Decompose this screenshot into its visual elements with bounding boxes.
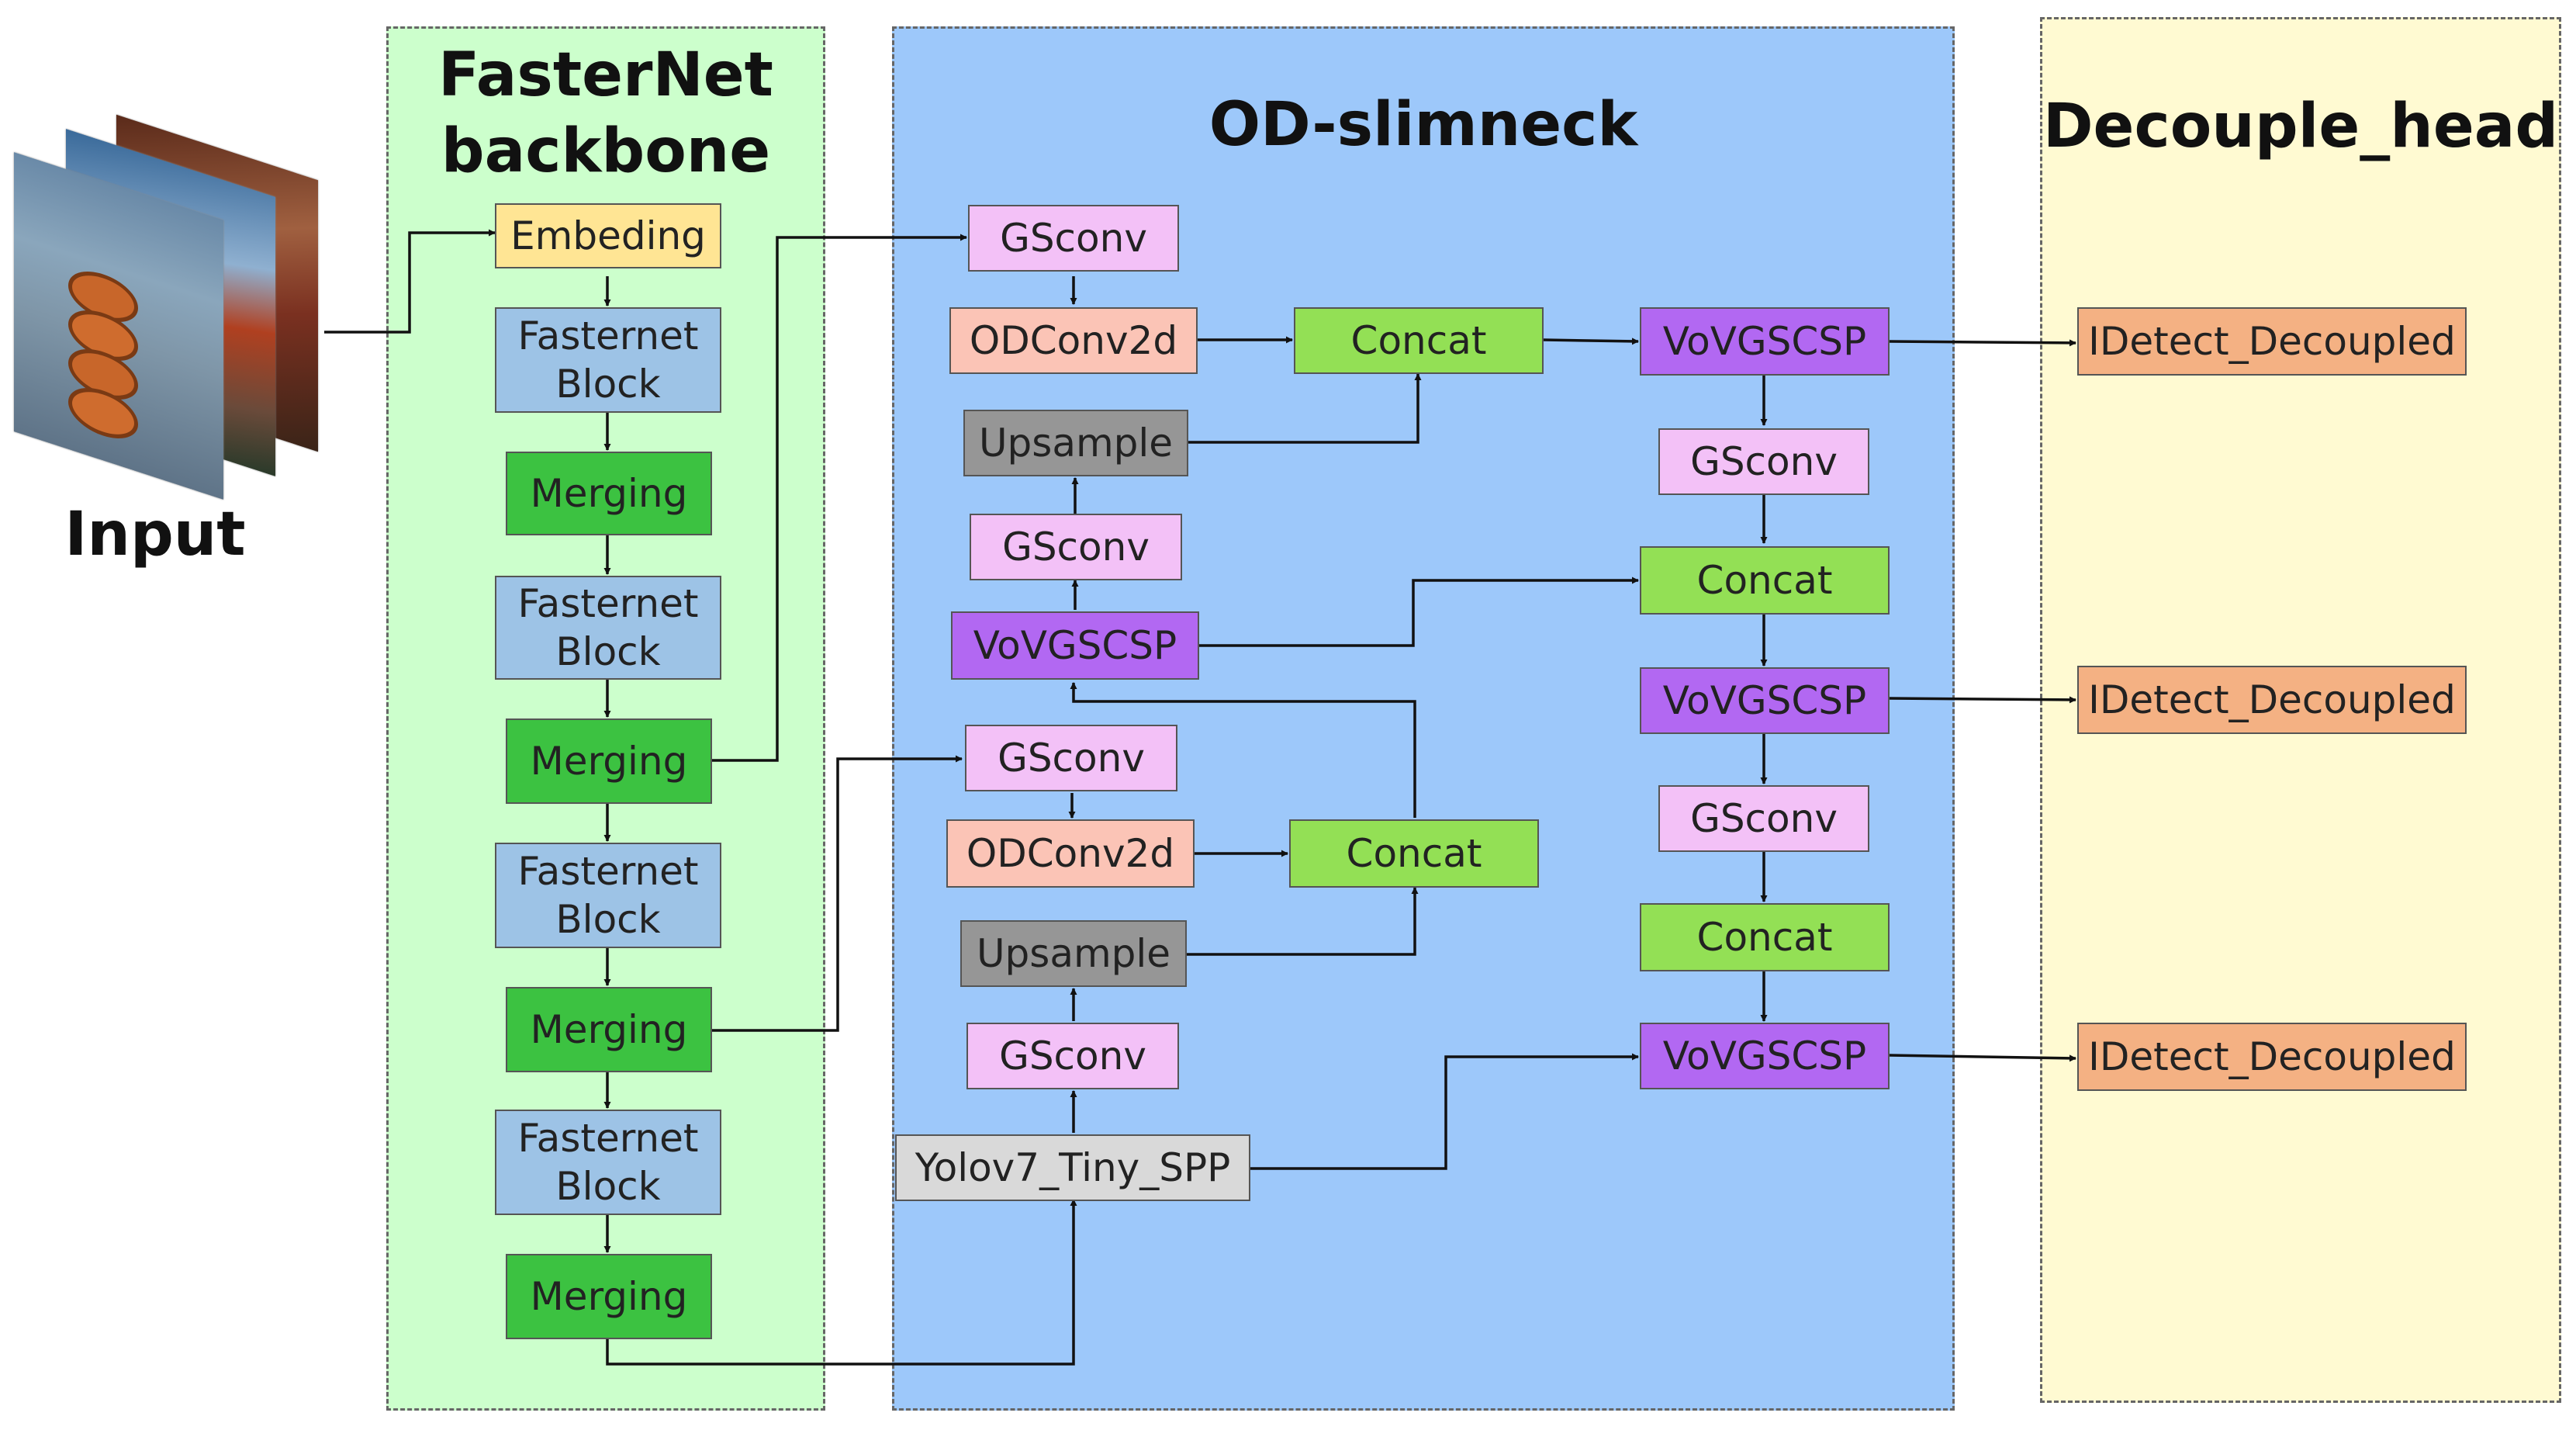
fasternet-block-4-line1: Fasternet [517,1116,699,1161]
backbone-title-line1: FasterNet [438,40,773,110]
fasternet-block-2-line2: Block [555,629,661,674]
idetect-decoupled-block-1: IDetect_Decoupled [2077,307,2467,376]
fasternet-block-2: Fasternet Block [495,576,721,680]
concat-block-1: Concat [1294,307,1544,374]
embeding-block: Embeding [495,203,721,268]
odconv2d-block-1: ODConv2d [949,307,1198,374]
merging-block-2: Merging [506,718,712,804]
merging-block-3: Merging [506,987,712,1072]
concat-block-3: Concat [1640,546,1890,615]
backbone-title: FasterNet backbone [386,37,825,189]
vovgscsp-block-2: VoVGSCSP [1640,307,1890,376]
merging-block-4: Merging [506,1254,712,1339]
idetect-decoupled-block-2: IDetect_Decoupled [2077,666,2467,734]
odconv2d-block-2: ODConv2d [946,819,1195,888]
concat-block-2: Concat [1289,819,1539,888]
vovgscsp-block-3: VoVGSCSP [1640,667,1890,734]
neck-title: OD-slimneck [1208,90,1638,160]
vovgscsp-block-1: VoVGSCSP [951,611,1199,680]
vovgscsp-block-4: VoVGSCSP [1640,1023,1890,1089]
fasternet-block-3-line2: Block [555,897,661,942]
backbone-title-line2: backbone [441,116,771,186]
gsconv-block-2: GSconv [970,514,1182,580]
gsconv-block-5: GSconv [1658,428,1869,495]
fasternet-block-4-line2: Block [555,1164,661,1209]
arrow-lines [324,229,2076,1366]
fasternet-block-1: Fasternet Block [495,307,721,413]
fasternet-block-1-line2: Block [555,362,661,407]
input-label: Input [64,500,246,570]
fasternet-block-3: Fasternet Block [495,843,721,948]
gsconv-block-4: GSconv [966,1023,1179,1089]
head-title: Decouple_head [2042,92,2559,161]
upsample-block-1: Upsample [963,410,1188,476]
fasternet-block-1-line1: Fasternet [517,313,699,358]
gsconv-block-6: GSconv [1658,785,1869,852]
idetect-decoupled-block-3: IDetect_Decoupled [2077,1023,2467,1091]
fasternet-block-3-line1: Fasternet [517,849,699,894]
fasternet-block-4: Fasternet Block [495,1110,721,1215]
concat-block-4: Concat [1640,903,1890,971]
yolov7-tiny-spp-block: Yolov7_Tiny_SPP [895,1134,1250,1201]
fasternet-block-2-line1: Fasternet [517,581,699,626]
gsconv-block-3: GSconv [965,725,1177,791]
upsample-block-2: Upsample [960,920,1187,987]
merging-block-1: Merging [506,452,712,535]
gsconv-block-1: GSconv [968,205,1179,272]
